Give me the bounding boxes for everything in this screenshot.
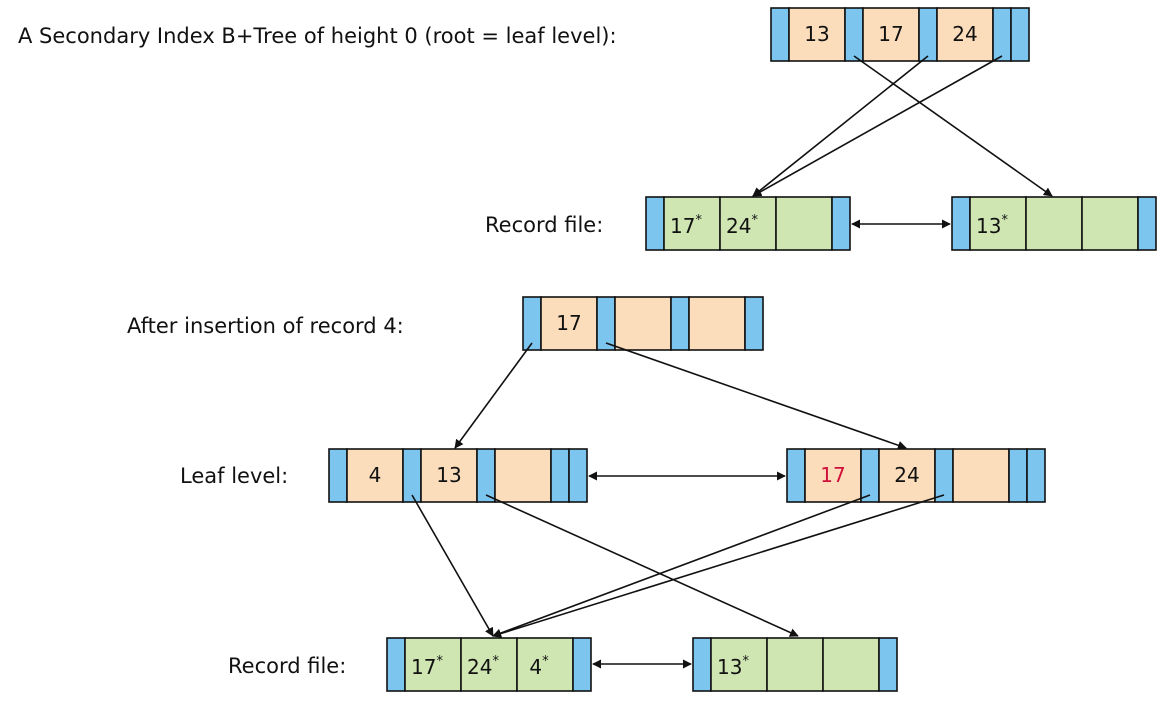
d2-root-key: 17 (556, 311, 581, 335)
d2-arrow-key17-to-page1 (492, 494, 871, 638)
record-file-label-bottom: Record file: (228, 654, 346, 678)
d2-record-slot (822, 637, 880, 692)
d1-record-page: 17* 24* (645, 196, 851, 251)
d2-arrow-root-to-right-leaf (605, 342, 907, 450)
d2-leaf-pointer-slot (860, 448, 880, 503)
d2-leaf-pointer-slot (1008, 448, 1028, 503)
d1-page-next-pointer (1137, 196, 1157, 251)
leaf-level-label: Leaf level: (180, 464, 288, 488)
d1-root-key: 24 (952, 22, 977, 46)
d1-arrow-key24-to-page1 (752, 55, 1003, 197)
d2-root-pointer-slot (522, 296, 542, 351)
d2-record-slot (460, 637, 518, 692)
d1-root-pointer-slot (844, 7, 864, 62)
d2-page-prev-pointer (386, 637, 406, 692)
d2-record-key: 17* (411, 654, 443, 679)
d1-record-key: 24* (726, 213, 758, 238)
d1-record-slot (775, 196, 833, 251)
d2-record-key: 13* (717, 654, 749, 679)
d2-record-key: 4* (529, 654, 549, 679)
d1-record-slot (663, 196, 721, 251)
d1-page-next-pointer (831, 196, 851, 251)
d2-page-next-pointer (572, 637, 592, 692)
d2-root-pointer-slot (596, 296, 616, 351)
d2-leaf-pointer-slot (934, 448, 954, 503)
d2-root-node: 17 (522, 296, 764, 351)
d1-record-slot (969, 196, 1027, 251)
d2-leaf-pointer-slot (550, 448, 570, 503)
d2-leaf-next-pointer (1026, 448, 1046, 503)
d1-root-key: 17 (878, 22, 903, 46)
d2-leaf-next-pointer (568, 448, 588, 503)
d2-record-slot (404, 637, 462, 692)
d2-leaf-key-slot (952, 448, 1010, 503)
d1-record-key: 13* (976, 213, 1008, 238)
d2-leaf-node: 4 13 (328, 448, 588, 503)
d2-page-next-pointer (878, 637, 898, 692)
d2-arrow-root-to-left-leaf (454, 342, 533, 449)
d2-page-prev-pointer (692, 637, 712, 692)
d2-leaf-prev-pointer (786, 448, 806, 503)
d2-root-key-slot (540, 296, 598, 351)
d1-root-key-slot (936, 7, 994, 62)
after-insertion-label: After insertion of record 4: (127, 314, 404, 338)
d1-root-key-slot (862, 7, 920, 62)
d1-root-sibling-pointer (1010, 7, 1030, 62)
d1-record-slot (719, 196, 777, 251)
d2-arrow-key13-to-page2 (485, 494, 799, 637)
d1-record-slot (1025, 196, 1083, 251)
d2-leaf-key-slot (494, 448, 552, 503)
d2-leaf-prev-pointer (328, 448, 348, 503)
d1-root-pointer-slot (918, 7, 938, 62)
d2-record-slot (516, 637, 574, 692)
d2-arrow-key4-to-page1 (411, 494, 494, 637)
d2-leaf-key: 4 (369, 463, 382, 487)
pointer-arrows (411, 55, 1053, 669)
d2-root-key-slot (614, 296, 672, 351)
d2-leaf-pointer-slot (476, 448, 496, 503)
d2-record-slot (766, 637, 824, 692)
d2-root-key-slot (688, 296, 746, 351)
d2-leaf-key: 13 (436, 463, 461, 487)
d1-page-prev-pointer (645, 196, 665, 251)
diagram-title: A Secondary Index B+Tree of height 0 (ro… (18, 24, 617, 48)
d2-leaf-key-slot (420, 448, 478, 503)
d1-page-prev-pointer (951, 196, 971, 251)
d2-arrow-key24-to-page1 (492, 494, 945, 638)
d1-root-key: 13 (804, 22, 829, 46)
d2-leaf-node: 17 24 (786, 448, 1046, 503)
d1-arrow-key13-to-page2 (853, 55, 1053, 197)
d1-root-key-slot (788, 7, 846, 62)
d2-leaf-key-slot (878, 448, 936, 503)
record-file-label-top: Record file: (485, 213, 603, 237)
d2-root-pointer-slot (744, 296, 764, 351)
d1-root-pointer-slot (770, 7, 790, 62)
d1-record-page: 13* (951, 196, 1157, 251)
d2-leaf-key-slot (804, 448, 862, 503)
d1-root-pointer-slot (992, 7, 1012, 62)
d2-record-page: 17* 24* 4* (386, 637, 592, 692)
d2-leaf-key-highlighted: 17 (820, 463, 845, 487)
d2-record-key: 24* (467, 654, 499, 679)
d1-record-key: 17* (670, 213, 702, 238)
d1-root-node: 13 17 24 (770, 7, 1030, 62)
d2-leaf-pointer-slot (402, 448, 422, 503)
d2-record-page: 13* (692, 637, 898, 692)
d2-root-pointer-slot (670, 296, 690, 351)
d1-arrow-key17-to-page1 (752, 55, 929, 197)
d1-record-slot (1081, 196, 1139, 251)
d2-leaf-key: 24 (894, 463, 919, 487)
